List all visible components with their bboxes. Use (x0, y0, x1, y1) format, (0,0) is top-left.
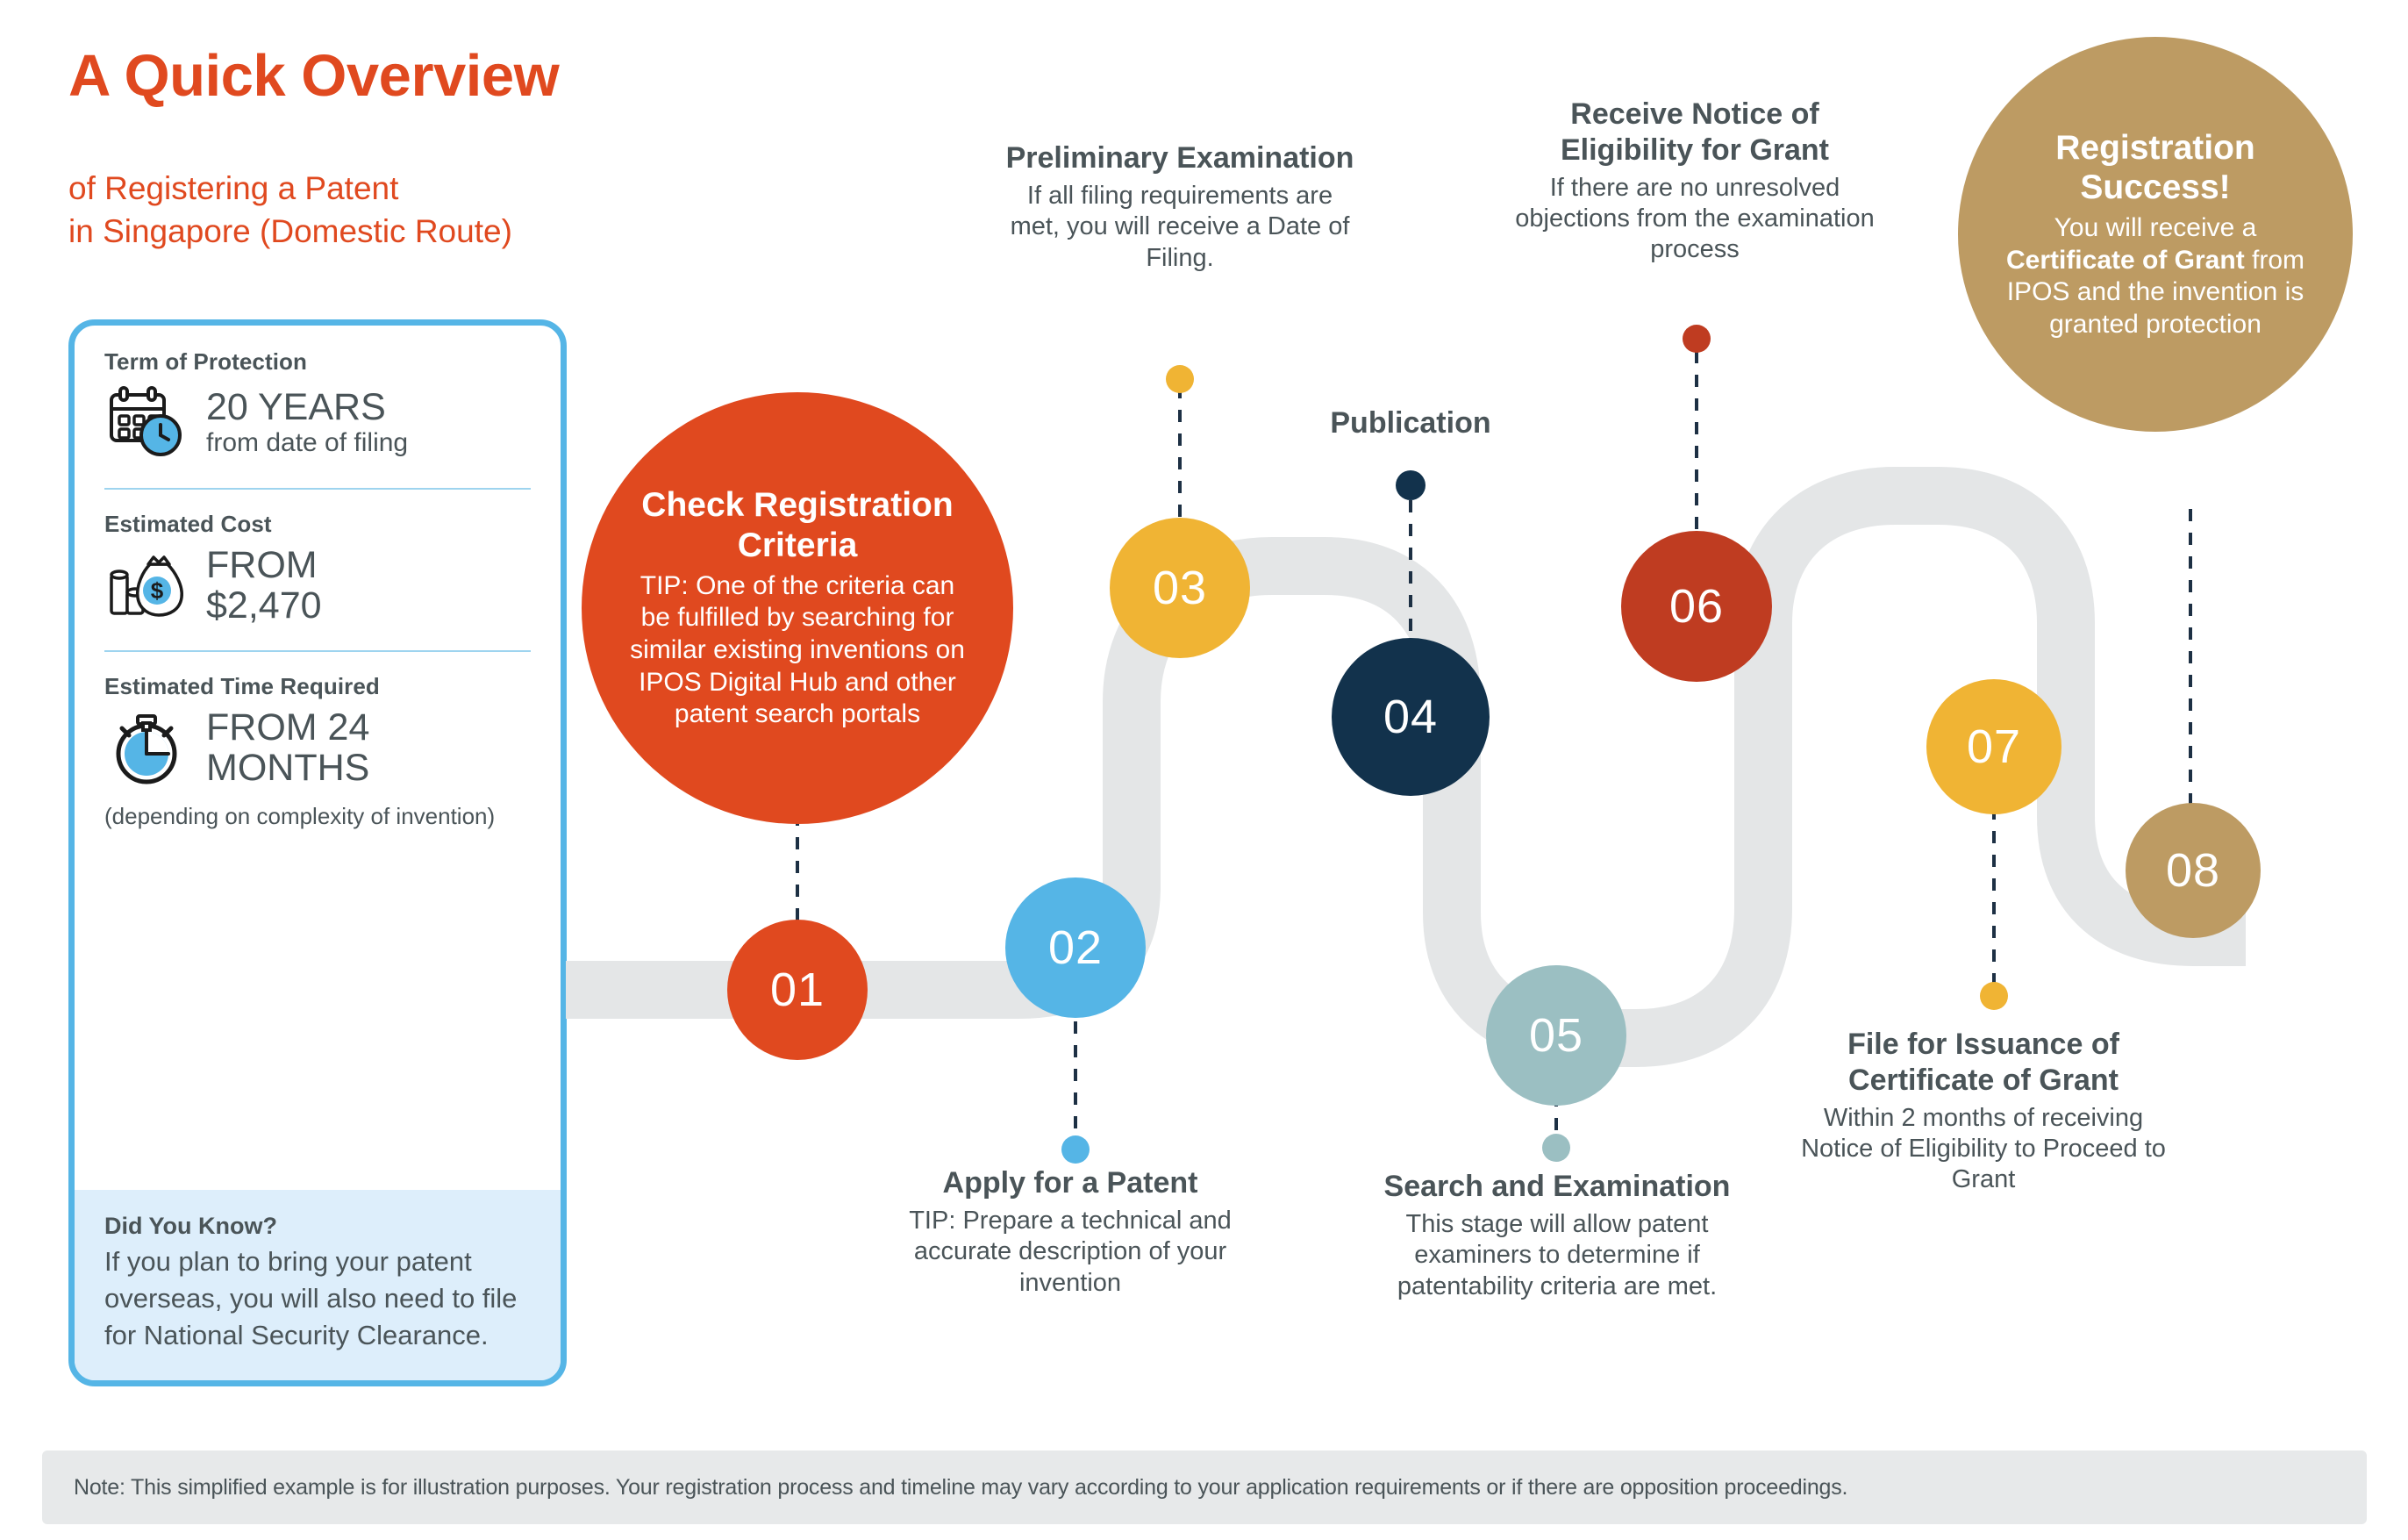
cost-value-line2: $2,470 (206, 584, 322, 627)
step-node-01[interactable]: 01 (727, 920, 868, 1060)
step-05-label: Search and Examination This stage will a… (1351, 1169, 1763, 1302)
estimated-time-note: (depending on complexity of invention) (104, 803, 496, 829)
facts-card-body: Term of Protection (75, 326, 561, 832)
step-08-bubble[interactable]: Registration Success! You will receive a… (1958, 37, 2353, 432)
step-07-label: File for Issuance of Certificate of Gran… (1795, 1027, 2172, 1196)
step-08-body-part2: from IPOS and the invention is granted p… (2006, 245, 2305, 339)
step-node-06-number: 06 (1668, 580, 1725, 633)
estimated-time-heading: Estimated Time Required (104, 673, 380, 699)
step-08-body: You will receive a Certificate of Grant … (1991, 212, 2319, 340)
leader-dot-04 (1396, 470, 1426, 500)
did-you-know-panel: Did You Know? If you plan to bring your … (75, 1190, 561, 1380)
step-06-heading: Receive Notice of Eligibility for Grant (1560, 97, 1830, 167)
step-08-body-part1: You will receive a (2054, 213, 2257, 243)
step-04-label: Publication (1235, 405, 1586, 441)
time-value-line2: MONTHS (206, 747, 370, 789)
estimated-cost-row: $ FROM $2,470 (104, 543, 531, 627)
step-node-05[interactable]: 05 (1486, 965, 1626, 1106)
did-you-know-title: Did You Know? (104, 1213, 277, 1240)
stopwatch-icon (104, 706, 189, 790)
step-node-05-number: 05 (1528, 1009, 1584, 1062)
money-bag-icon: $ (104, 543, 189, 627)
step-node-01-number: 01 (769, 963, 825, 1016)
step-node-07-number: 07 (1966, 720, 2022, 773)
step-08-body-bold: Certificate of Grant (2005, 245, 2245, 275)
estimated-time-row: FROM 24 MONTHS (104, 706, 531, 790)
step-node-06[interactable]: 06 (1621, 531, 1772, 682)
page-subtitle: of Registering a Patent in Singapore (Do… (68, 167, 512, 253)
step-03-body: If all filing requirements are met, you … (1010, 181, 1350, 272)
did-you-know-text: If you plan to bring your patent oversea… (104, 1246, 518, 1351)
step-01-heading: Check Registration Criteria (641, 486, 954, 564)
step-node-07[interactable]: 07 (1926, 679, 2061, 814)
step-06-label: Receive Notice of Eligibility for Grant … (1502, 97, 1888, 266)
card-divider-2 (104, 650, 531, 652)
estimated-time-value: FROM 24 MONTHS (206, 706, 531, 789)
step-02-label: Apply for a Patent TIP: Prepare a techni… (886, 1165, 1254, 1299)
footer-note-text: Note: This simplified example is for ill… (74, 1474, 1848, 1500)
step-07-heading: File for Issuance of Certificate of Gran… (1847, 1028, 2119, 1097)
estimated-cost-value: FROM $2,470 (206, 543, 531, 627)
calendar-clock-icon (104, 381, 189, 465)
step-03-label: Preliminary Examination If all filing re… (1000, 140, 1360, 274)
step-06-body: If there are no unresolved objections fr… (1515, 173, 1875, 264)
cost-value-line1: FROM (206, 543, 318, 586)
svg-text:$: $ (151, 577, 164, 604)
term-value-big: 20 YEARS (206, 385, 386, 428)
step-02-heading: Apply for a Patent (942, 1166, 1198, 1200)
step-node-08-number: 08 (2165, 844, 2221, 897)
term-of-protection-value: 20 YEARS from date of filing (206, 385, 531, 459)
step-node-03-number: 03 (1152, 562, 1208, 614)
leader-dot-03 (1166, 365, 1194, 393)
step-05-body: This stage will allow patent examiners t… (1397, 1209, 1718, 1300)
step-node-04-number: 04 (1383, 691, 1439, 743)
step-node-02[interactable]: 02 (1005, 877, 1146, 1018)
term-of-protection-heading: Term of Protection (104, 348, 308, 375)
facts-card: Term of Protection (68, 319, 567, 1386)
step-node-08[interactable]: 08 (2126, 803, 2261, 938)
leader-dot-05 (1542, 1134, 1570, 1162)
page-title: A Quick Overview (68, 43, 560, 109)
step-05-heading: Search and Examination (1383, 1170, 1731, 1203)
card-divider-1 (104, 488, 531, 490)
step-01-body: TIP: One of the criteria can be fulfille… (630, 570, 965, 729)
step-01-bubble[interactable]: Check Registration Criteria TIP: One of … (582, 392, 1013, 824)
term-of-protection-row: 20 YEARS from date of filing (104, 381, 531, 465)
footer-note: Note: This simplified example is for ill… (42, 1450, 2367, 1524)
step-03-heading: Preliminary Examination (1005, 141, 1354, 175)
subtitle-line-1: of Registering a Patent (68, 170, 399, 206)
subtitle-line-2: in Singapore (Domestic Route) (68, 213, 512, 250)
estimated-cost-heading: Estimated Cost (104, 511, 272, 537)
term-value-sub: from date of filing (206, 428, 409, 458)
step-node-03[interactable]: 03 (1110, 518, 1250, 658)
step-02-body: TIP: Prepare a technical and accurate de… (909, 1206, 1232, 1297)
leader-dot-06 (1683, 325, 1711, 353)
step-node-02-number: 02 (1047, 921, 1104, 974)
step-04-heading: Publication (1330, 406, 1491, 440)
step-node-04[interactable]: 04 (1332, 638, 1490, 796)
step-08-heading: Registration Success! (2055, 128, 2255, 206)
step-07-body: Within 2 months of receiving Notice of E… (1801, 1103, 2166, 1194)
leader-dot-07 (1980, 982, 2008, 1010)
leader-dot-02 (1061, 1135, 1090, 1164)
time-value-line1: FROM 24 (206, 706, 370, 749)
